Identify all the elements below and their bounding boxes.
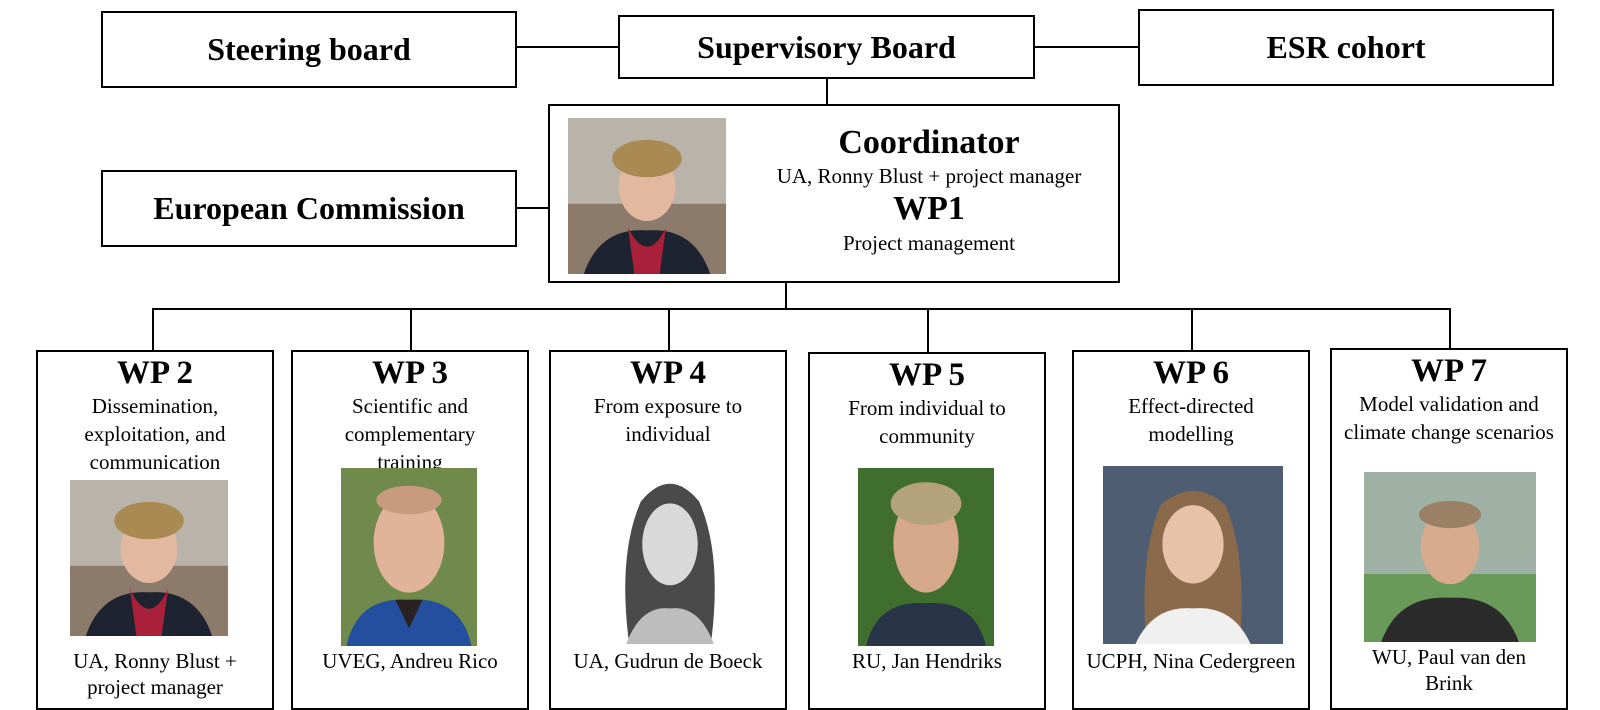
- wp2-description: Dissemination, exploitation, and communi…: [84, 394, 226, 474]
- person-photo-icon: [858, 468, 994, 646]
- connector-wp2: [152, 308, 154, 350]
- european-commission-label: European Commission: [153, 190, 465, 226]
- wp5-person: RU, Jan Hendriks: [852, 649, 1002, 673]
- wp5-box: WP 5 From individual to community RU, Ja…: [808, 352, 1046, 710]
- wp7-description: Model validation and climate change scen…: [1344, 392, 1554, 444]
- wp3-person: UVEG, Andreu Rico: [322, 649, 498, 673]
- steering-board-label: Steering board: [207, 31, 411, 67]
- connector-commission-coordinator: [515, 207, 549, 209]
- wp3-photo: [341, 468, 477, 646]
- wp6-title: WP 6: [1152, 355, 1230, 391]
- wp7-title: WP 7: [1410, 353, 1488, 389]
- wp4-description: From exposure to individual: [593, 394, 743, 446]
- connector-wp4: [668, 308, 670, 350]
- wp3-title: WP 3: [371, 355, 449, 391]
- coordinator-photo: [568, 118, 726, 274]
- wp4-box: WP 4 From exposure to individual UA, Gud…: [549, 350, 787, 710]
- connector-coordinator-bus: [785, 281, 787, 309]
- wp5-description: From individual to community: [848, 396, 1006, 448]
- connector-wp6: [1191, 308, 1193, 350]
- wp4-person: UA, Gudrun de Boeck: [573, 649, 763, 673]
- connector-wp7: [1449, 308, 1451, 348]
- wp6-person: UCPH, Nina Cedergreen: [1086, 649, 1296, 673]
- wp6-photo: [1103, 466, 1283, 644]
- person-photo-icon: [1364, 472, 1536, 642]
- wp2-title: WP 2: [116, 355, 194, 391]
- wp2-box: WP 2 Dissemination, exploitation, and co…: [36, 350, 274, 710]
- esr-cohort-box: ESR cohort: [1138, 9, 1554, 86]
- wp7-person: WU, Paul van den Brink: [1372, 645, 1526, 695]
- wp2-person: UA, Ronny Blust + project manager: [73, 649, 237, 699]
- coordinator-title: Coordinator: [838, 124, 1020, 161]
- person-photo-icon: [70, 480, 228, 636]
- coordinator-box: Coordinator UA, Ronny Blust + project ma…: [548, 104, 1120, 283]
- supervisory-board-label: Supervisory Board: [697, 28, 956, 65]
- coordinator-subtitle: UA, Ronny Blust + project manager: [776, 164, 1082, 188]
- person-photo-icon: [568, 118, 726, 274]
- wp6-box: WP 6 Effect-directed modelling UCPH, Nin…: [1072, 350, 1310, 710]
- wp1-description: Project management: [842, 231, 1016, 255]
- wp7-photo: [1364, 472, 1536, 642]
- wp3-description: Scientific and complementary training: [344, 394, 476, 474]
- wp5-photo: [858, 468, 994, 646]
- wp7-box: WP 7 Model validation and climate change…: [1330, 348, 1568, 710]
- steering-board-box: Steering board: [101, 11, 517, 88]
- wp4-title: WP 4: [629, 355, 707, 391]
- supervisory-board-box: Supervisory Board: [618, 15, 1035, 79]
- connector-wp-bus: [152, 308, 1450, 310]
- wp4-photo: [597, 466, 743, 644]
- wp2-photo: [70, 480, 228, 636]
- european-commission-box: European Commission: [101, 170, 517, 247]
- wp5-title: WP 5: [888, 357, 966, 393]
- person-photo-icon: [597, 466, 743, 644]
- connector-wp5: [927, 308, 929, 352]
- esr-cohort-label: ESR cohort: [1266, 29, 1426, 65]
- person-photo-icon: [341, 468, 477, 646]
- connector-supervisory-esr: [1035, 46, 1138, 48]
- wp3-box: WP 3 Scientific and complementary traini…: [291, 350, 529, 710]
- connector-steering-supervisory: [515, 46, 618, 48]
- wp6-description: Effect-directed modelling: [1128, 394, 1254, 446]
- connector-supervisory-coordinator: [826, 78, 828, 104]
- wp1-title: WP1: [893, 190, 965, 227]
- person-photo-icon: [1103, 466, 1283, 644]
- connector-wp3: [410, 308, 412, 350]
